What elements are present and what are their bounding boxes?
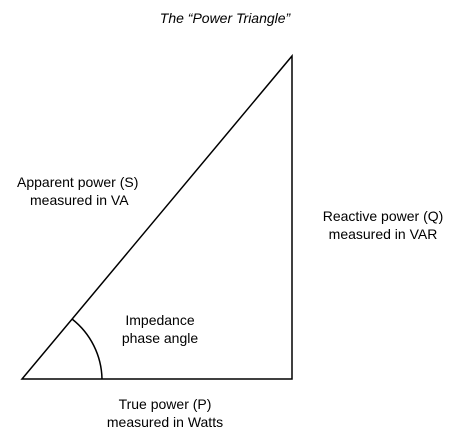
true-power-label-line2: measured in Watts: [106, 414, 224, 430]
apparent-power-label-line2: measured in VA: [30, 192, 129, 208]
reactive-power-label: Reactive power (Q) measured in VAR: [318, 207, 448, 243]
apparent-power-label: Apparent power (S) measured in VA: [17, 173, 138, 209]
true-power-label-line1: True power (P): [118, 396, 212, 412]
apparent-power-label-line1: Apparent power (S): [17, 174, 139, 190]
impedance-label-line2: phase angle: [121, 330, 199, 346]
impedance-phase-angle-label: Impedance phase angle: [110, 311, 210, 347]
reactive-power-label-line1: Reactive power (Q): [322, 208, 444, 224]
true-power-label: True power (P) measured in Watts: [90, 395, 240, 431]
power-triangle: [20, 53, 293, 380]
phase-angle-arc: [71, 318, 103, 380]
diagram-title: The “Power Triangle”: [159, 10, 291, 26]
impedance-label-line1: Impedance: [125, 312, 195, 328]
reactive-power-label-line2: measured in VAR: [328, 226, 438, 242]
